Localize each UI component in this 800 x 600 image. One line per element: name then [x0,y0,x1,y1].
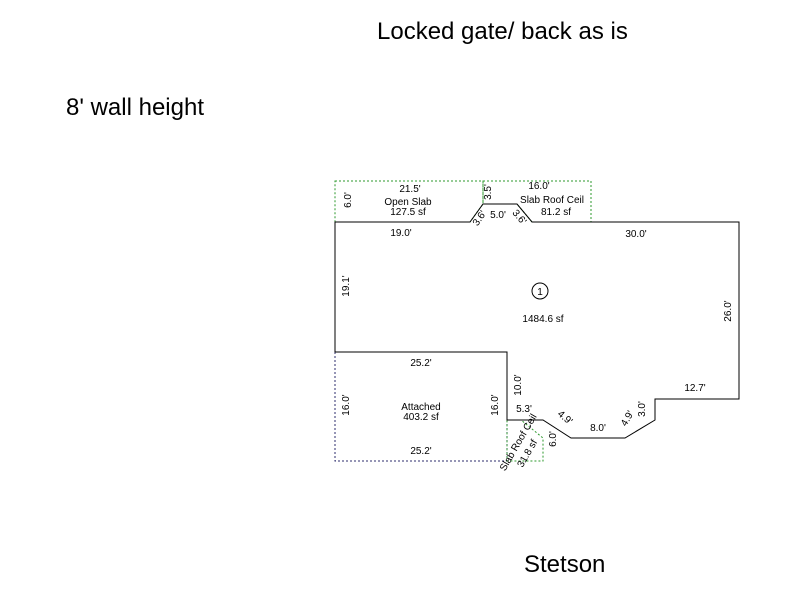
dim-top-left: 19.0' [390,228,411,239]
dim-top-diag-right: 3.6' [510,208,529,227]
dim-top-right: 30.0' [625,229,646,240]
slab-roof-bottom-height: 6.0' [548,431,559,447]
slab-roof-top-name: Slab Roof Ceil [520,195,584,206]
attached-right: 16.0' [490,394,501,415]
slab-roof-top-width: 16.0' [528,181,549,192]
slab-roof-top-height: 3.5' [483,184,494,200]
dim-top-mid: 5.0' [490,210,506,221]
dim-step-vertical: 10.0' [513,374,524,395]
dim-diag-lower-right: 4.9' [619,409,636,428]
area-number-circle [531,282,549,300]
area-number: 1 [537,287,543,298]
attached-bottom: 25.2' [410,446,431,457]
bottom-label: Stetson [524,551,606,578]
dim-notch-right: 12.7' [684,383,705,394]
top-note: Locked gate/ back as is [377,18,628,45]
main-outline [334,203,740,439]
open-slab-width: 21.5' [399,184,420,195]
attached-area: 403.2 sf [403,412,439,423]
wall-height-note: 8' wall height [66,94,204,121]
dim-bottom-mid: 8.0' [590,423,606,434]
main-area-total: 1484.6 sf [522,314,563,325]
attached-left: 16.0' [341,394,352,415]
attached-name: Attached [401,402,440,413]
dim-right: 26.0' [723,300,734,321]
open-slab-area: 127.5 sf [390,207,426,218]
dim-top-diag-left: 3.6' [471,209,489,228]
slab-roof-bottom-outline [506,419,544,462]
dim-diag-lower-left: 4.9' [555,409,574,428]
dim-left: 19.1' [341,275,352,296]
slab-roof-top-area: 81.2 sf [541,207,571,218]
dim-step-horizontal: 5.3' [516,404,532,415]
attached-top: 25.2' [410,358,431,369]
open-slab-height: 6.0' [343,192,354,208]
dim-notch-vertical: 3.0' [637,401,648,417]
open-slab-name: Open Slab [384,197,432,208]
